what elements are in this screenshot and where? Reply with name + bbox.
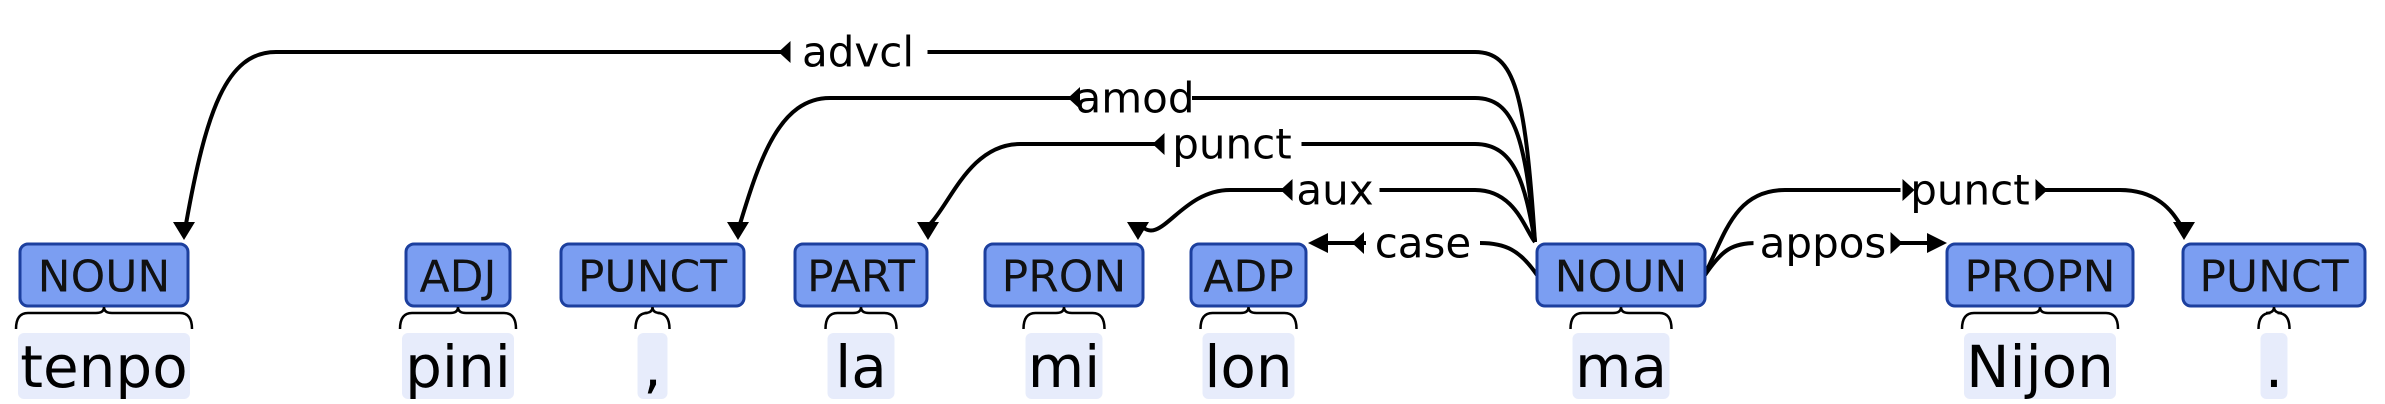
arc-label: case	[1375, 219, 1472, 268]
direction-marker	[1068, 87, 1080, 109]
token-highlight	[1964, 333, 2116, 399]
token-word: lon	[1204, 333, 1292, 401]
arc-label-bg	[1753, 217, 1893, 269]
pos-tag-label: NOUN	[1555, 252, 1688, 303]
pos-tag-box	[1945, 242, 2135, 308]
pos-tag-box	[18, 242, 190, 308]
direction-marker	[1890, 232, 1903, 254]
dependency-arc-appos: appos	[1703, 217, 1947, 277]
token-brace	[1199, 306, 1298, 330]
arc-label: punct	[1910, 166, 2029, 215]
arc-line	[1138, 188, 1537, 244]
arc-label: advcl	[802, 28, 914, 77]
direction-marker	[778, 41, 791, 63]
token: ADP lon	[1189, 242, 1308, 401]
pos-tag-box	[2181, 242, 2367, 308]
token-brace	[1569, 306, 1673, 330]
arc-label-bg	[1290, 164, 1380, 216]
pos-tag-box	[404, 242, 512, 308]
pos-tag-label: NOUN	[38, 252, 171, 303]
dependency-arc-amod: amod	[727, 72, 1537, 243]
token: PART la	[793, 242, 929, 401]
arc-label: aux	[1296, 166, 1373, 215]
dependency-arc-punct: punct	[917, 118, 1537, 243]
direction-marker	[2035, 179, 2048, 201]
token-highlight	[827, 333, 895, 399]
arc-label-bg	[1366, 217, 1480, 269]
token-row: NOUN tenpo ADJ pini PUNCT, PART la PRON mi ADP lon…	[14, 242, 2367, 401]
token-brace	[1022, 306, 1106, 330]
arrowhead	[1927, 233, 1947, 253]
token-brace	[824, 306, 898, 330]
arc-label-bg	[788, 26, 928, 78]
pos-tag-label: PRON	[1002, 252, 1127, 303]
arc-line	[1318, 241, 1539, 277]
pos-tag-box	[793, 242, 929, 308]
arc-label-bg	[1162, 118, 1302, 170]
token-highlight	[2260, 333, 2288, 399]
arc-line	[1703, 188, 2182, 275]
token-word: Nijon	[1966, 333, 2114, 401]
pos-tag-box	[1535, 242, 1707, 308]
arrowhead	[917, 222, 939, 240]
token: ADJ pini	[398, 242, 518, 401]
pos-tag-box	[1189, 242, 1308, 308]
pos-tag-label: PUNCT	[2199, 252, 2348, 303]
token-word: pini	[405, 333, 511, 401]
dependency-arc-advcl: advcl	[173, 26, 1537, 243]
token-word: ,	[643, 333, 661, 401]
pos-tag-label: PROPN	[1964, 252, 2115, 303]
pos-tag-label: ADJ	[420, 252, 497, 303]
direction-marker	[1352, 232, 1364, 254]
direction-marker	[1152, 133, 1165, 155]
dependency-arc-case: case	[1308, 217, 1539, 277]
token: PUNCT.	[2181, 242, 2367, 401]
token-word: ma	[1575, 333, 1667, 401]
arrowhead	[173, 222, 195, 240]
token: NOUN tenpo	[14, 242, 194, 401]
pos-tag-label: ADP	[1203, 252, 1294, 303]
token: NOUN ma	[1535, 242, 1707, 401]
token: PRON mi	[983, 242, 1145, 401]
arrowhead	[727, 222, 749, 240]
pos-tag-label: PUNCT	[578, 252, 727, 303]
token-brace	[634, 306, 671, 330]
arrowhead	[1127, 222, 1149, 240]
token: PUNCT,	[559, 242, 746, 401]
token-brace	[1960, 306, 2120, 330]
arc-label: amod	[1075, 74, 1194, 123]
dependency-arc-aux: aux	[1127, 164, 1537, 244]
arc-label: punct	[1172, 120, 1291, 169]
arrowhead	[1308, 233, 1328, 253]
token-highlight	[1202, 333, 1295, 399]
token-word: mi	[1028, 333, 1101, 401]
pos-tag-box	[559, 242, 746, 308]
direction-marker	[1280, 179, 1293, 201]
token-brace	[14, 306, 194, 330]
token: PROPN Nijon	[1945, 242, 2135, 401]
token-highlight	[637, 333, 668, 399]
pos-tag-label: PART	[807, 252, 915, 303]
token-highlight	[18, 333, 190, 399]
token-brace	[398, 306, 518, 330]
arrowhead	[2173, 222, 2195, 240]
arc-label: appos	[1760, 219, 1887, 268]
token-word: .	[2265, 333, 2283, 401]
token-highlight	[402, 333, 514, 399]
token-brace	[2257, 306, 2291, 330]
token-word: tenpo	[20, 333, 188, 401]
token-word: la	[835, 333, 887, 401]
arc-label-bg	[1078, 72, 1192, 124]
arc-label-bg	[1900, 164, 2040, 216]
direction-marker	[1902, 179, 1915, 201]
pos-tag-box	[983, 242, 1145, 308]
token-highlight	[1025, 333, 1103, 399]
dependency-arc-punct: punct	[1703, 164, 2195, 275]
token-highlight	[1572, 333, 1670, 399]
